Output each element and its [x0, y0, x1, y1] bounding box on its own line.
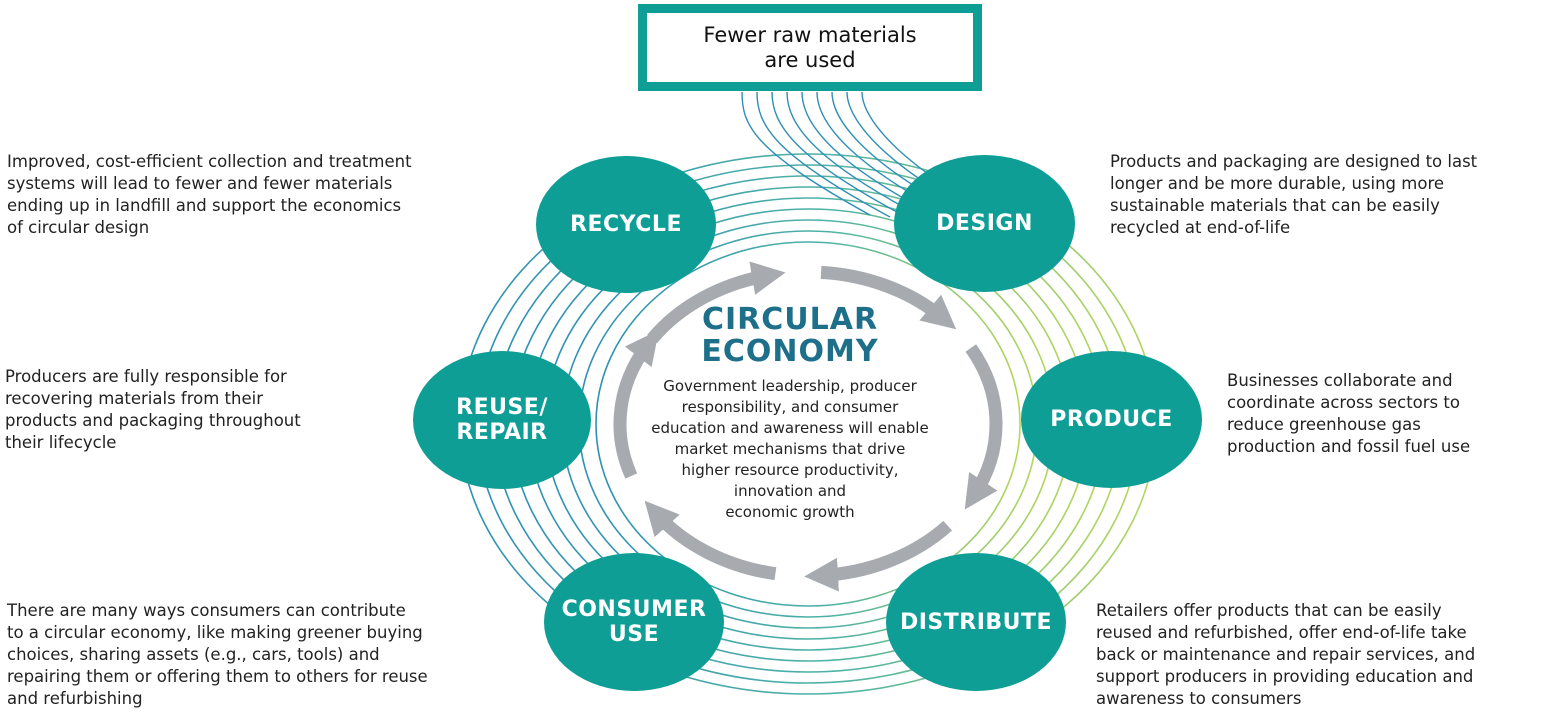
center-desc-line: higher resource productivity,	[681, 461, 899, 479]
desc-line: choices, sharing assets (e.g., cars, too…	[7, 645, 380, 664]
design-description: Products and packaging are designed to l…	[1110, 151, 1560, 239]
desc-line: Businesses collaborate and	[1227, 371, 1453, 390]
input-line	[741, 91, 871, 216]
design-stage: DESIGN	[894, 155, 1075, 292]
circular-economy-description: Government leadership, producer responsi…	[640, 376, 940, 523]
center-desc-line: responsibility, and consumer	[681, 398, 899, 416]
desc-line: of circular design	[7, 218, 150, 237]
desc-line: repairing them or offering them to other…	[7, 667, 428, 686]
reuse-repair-stage: REUSE/ REPAIR	[413, 351, 591, 489]
cycle-arrow	[644, 500, 777, 581]
consumer-use-stage: CONSUMER USE	[544, 553, 724, 691]
recycle-label: RECYCLE	[570, 212, 682, 237]
design-label: DESIGN	[936, 211, 1033, 236]
distribute-stage: DISTRIBUTE	[886, 553, 1066, 691]
desc-line: There are many ways consumers can contri…	[7, 601, 406, 620]
desc-line: products and packaging throughout	[5, 411, 301, 430]
desc-line: systems will lead to fewer and fewer mat…	[7, 174, 393, 193]
desc-line: longer and be more durable, using more	[1110, 174, 1445, 193]
cycle-arrow	[613, 330, 659, 479]
desc-line: production and fossil fuel use	[1227, 437, 1471, 456]
center-desc-line: education and awareness will enable	[651, 419, 929, 437]
material-input-lines	[741, 91, 1031, 232]
center-desc-line: Government leadership, producer	[663, 377, 917, 395]
cycle-arrow	[647, 261, 786, 344]
desc-line: their lifecycle	[5, 433, 117, 452]
produce-stage: PRODUCE	[1021, 351, 1202, 488]
desc-line: awareness to consumers	[1096, 689, 1302, 708]
desc-line: Producers are fully responsible for	[5, 367, 287, 386]
desc-line: ending up in landfill and support the ec…	[7, 196, 402, 215]
input-line	[771, 91, 911, 220]
desc-line: recycled at end-of-life	[1110, 218, 1291, 237]
desc-line: Products and packaging are designed to l…	[1110, 152, 1478, 171]
desc-line: back or maintenance and repair services,…	[1096, 645, 1476, 664]
circular-economy-title: CIRCULAR ECONOMY	[701, 302, 879, 369]
consumer-use-description: There are many ways consumers can contri…	[7, 600, 532, 710]
input-line	[756, 91, 891, 218]
desc-line: reused and refurbished, offer end-of-lif…	[1096, 623, 1467, 642]
desc-line: reduce greenhouse gas	[1227, 415, 1421, 434]
reuse-repair-label: REUSE/ REPAIR	[456, 395, 548, 445]
desc-line: to a circular economy, like making green…	[7, 623, 423, 642]
desc-line: recovering materials from their	[5, 389, 263, 408]
distribute-description: Retailers offer products that can be eas…	[1096, 600, 1560, 710]
input-line	[786, 91, 931, 222]
desc-line: sustainable materials that can be easily	[1110, 196, 1440, 215]
desc-line: Retailers offer products that can be eas…	[1096, 601, 1442, 620]
cycle-arrow	[804, 520, 953, 592]
recycle-description: Improved, cost-efficient collection and …	[7, 151, 522, 239]
center-desc-line: innovation and	[733, 482, 847, 500]
produce-description: Businesses collaborate and coordinate ac…	[1227, 370, 1562, 458]
distribute-label: DISTRIBUTE	[899, 609, 1053, 635]
reuse-repair-description: Producers are fully responsible for reco…	[5, 366, 400, 454]
produce-label: PRODUCE	[1050, 407, 1173, 432]
fewer-raw-materials-label: Fewer raw materials are used	[703, 22, 917, 72]
fewer-raw-materials-box: Fewer raw materials are used	[638, 4, 982, 91]
desc-line: coordinate across sectors to	[1227, 393, 1460, 412]
center-desc-line: market mechanisms that drive	[674, 440, 906, 458]
desc-line: Improved, cost-efficient collection and …	[7, 152, 412, 171]
center-desc-line: economic growth	[725, 503, 855, 521]
desc-line: support producers in providing education…	[1096, 667, 1474, 686]
consumer-use-label: CONSUMER USE	[561, 597, 707, 647]
recycle-stage: RECYCLE	[536, 156, 716, 293]
ring	[595, 241, 1021, 607]
cycle-arrow	[964, 344, 1003, 510]
desc-line: and refurbishing	[7, 689, 143, 708]
cycle-arrow	[820, 265, 957, 330]
cycle-arrows	[613, 261, 1003, 592]
